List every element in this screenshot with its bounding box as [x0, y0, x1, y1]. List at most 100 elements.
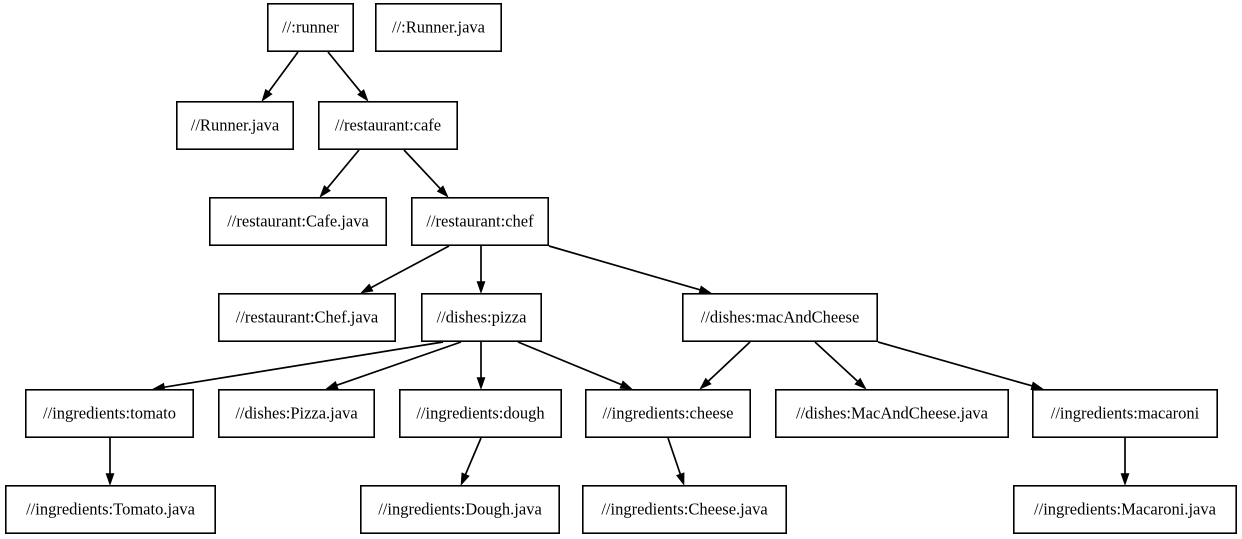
graph-node[interactable]: //ingredients:Dough.java	[359, 484, 560, 534]
node-label: //dishes:pizza	[437, 307, 527, 326]
graph-node[interactable]: //ingredients:Tomato.java	[5, 484, 216, 534]
node-box[interactable]	[176, 101, 295, 151]
node-label: //Runner.java	[191, 115, 280, 134]
node-box[interactable]	[681, 292, 878, 342]
graph-edge	[360, 245, 450, 294]
node-box[interactable]	[359, 484, 560, 534]
graph-node[interactable]: //ingredients:dough	[398, 388, 562, 438]
edge-line	[877, 341, 1033, 387]
edge-arrowhead-icon	[436, 185, 449, 198]
node-label: //restaurant:Cafe.java	[227, 211, 369, 230]
node-label: //:runner	[282, 17, 339, 36]
graph-node[interactable]: //restaurant:cafe	[317, 101, 458, 151]
edge-arrowhead-icon	[105, 473, 115, 486]
node-box[interactable]	[774, 388, 1009, 438]
edge-arrowhead-icon	[357, 89, 369, 102]
graph-node[interactable]: //ingredients:macaroni	[1032, 388, 1219, 438]
edge-line	[327, 51, 362, 93]
edge-arrowhead-icon	[360, 283, 374, 294]
node-box[interactable]	[209, 197, 387, 247]
graph-edge	[699, 341, 751, 390]
graph-node[interactable]: //restaurant:chef	[410, 197, 549, 247]
edge-line	[814, 341, 859, 382]
edge-line	[336, 341, 462, 387]
node-label: //dishes:macAndCheese	[701, 307, 860, 326]
edge-line	[667, 437, 682, 475]
node-label: //dishes:MacAndCheese.java	[796, 403, 989, 422]
edge-arrowhead-icon	[476, 281, 486, 294]
node-box[interactable]	[410, 197, 549, 247]
graph-edge	[327, 51, 369, 102]
edge-arrowhead-icon	[1030, 381, 1044, 391]
node-box[interactable]	[5, 484, 216, 534]
node-label: //restaurant:chef	[426, 211, 534, 230]
node-box[interactable]	[1032, 388, 1219, 438]
edge-line	[268, 51, 299, 93]
edge-arrowhead-icon	[619, 380, 633, 390]
edge-line	[517, 341, 622, 386]
graph-edge	[460, 437, 482, 486]
edge-line	[326, 149, 360, 189]
node-box[interactable]	[266, 2, 354, 53]
graph-edge	[325, 341, 462, 390]
edge-arrowhead-icon	[1120, 473, 1130, 486]
node-box[interactable]	[218, 388, 375, 438]
node-label: //dishes:Pizza.java	[235, 403, 358, 422]
node-label: //ingredients:cheese	[602, 403, 733, 422]
node-box[interactable]	[420, 292, 542, 342]
graph-edge	[403, 149, 449, 198]
node-box[interactable]	[24, 388, 194, 438]
node-box[interactable]	[584, 388, 751, 438]
graph-node[interactable]: //ingredients:cheese	[584, 388, 751, 438]
graph-node[interactable]: //dishes:Pizza.java	[218, 388, 375, 438]
node-box[interactable]	[218, 292, 396, 342]
nodes-layer: //:runner //:Runner.java //Runner.java //re…	[5, 2, 1237, 534]
edge-line	[707, 341, 751, 382]
edge-line	[403, 149, 441, 190]
graph-edge	[1120, 438, 1130, 486]
graph-node[interactable]: //:Runner.java	[374, 2, 502, 53]
node-box[interactable]	[317, 101, 458, 151]
edge-arrowhead-icon	[676, 472, 685, 486]
graph-edge	[877, 341, 1044, 391]
node-label: //restaurant:cafe	[335, 115, 441, 134]
graph-edge	[814, 341, 867, 390]
edge-line	[370, 245, 450, 289]
node-box[interactable]	[581, 484, 787, 534]
graph-node[interactable]: //dishes:MacAndCheese.java	[774, 388, 1009, 438]
node-box[interactable]	[1012, 484, 1237, 534]
graph-edge	[667, 437, 685, 486]
edge-arrowhead-icon	[699, 377, 712, 390]
edge-arrowhead-icon	[319, 185, 331, 198]
node-label: //ingredients:Tomato.java	[26, 499, 196, 518]
graph-node[interactable]: //restaurant:Chef.java	[218, 292, 396, 342]
node-label: //ingredients:Macaroni.java	[1034, 499, 1217, 518]
node-label: //restaurant:Chef.java	[236, 307, 379, 326]
graph-edge	[548, 245, 712, 294]
graph-edge	[152, 341, 444, 392]
graph-node[interactable]: //dishes:macAndCheese	[681, 292, 878, 342]
graph-edge	[261, 51, 299, 102]
graph-node[interactable]: //:runner	[266, 2, 354, 53]
graph-node[interactable]: //ingredients:Cheese.java	[581, 484, 787, 534]
node-box[interactable]	[398, 388, 562, 438]
edge-arrowhead-icon	[325, 380, 339, 390]
edge-arrowhead-icon	[261, 88, 273, 102]
node-label: //ingredients:Dough.java	[378, 499, 542, 518]
graph-node[interactable]: //ingredients:Macaroni.java	[1012, 484, 1237, 534]
node-label: //ingredients:macaroni	[1051, 403, 1200, 422]
node-box[interactable]	[374, 2, 502, 53]
graph-node[interactable]: //restaurant:Cafe.java	[209, 197, 387, 247]
node-label: //ingredients:dough	[416, 403, 545, 422]
graph-node[interactable]: //dishes:pizza	[420, 292, 542, 342]
node-label: //:Runner.java	[392, 17, 486, 36]
edge-line	[464, 437, 482, 475]
edge-arrowhead-icon	[698, 285, 712, 294]
graph-edge	[476, 246, 486, 294]
graph-node[interactable]: //ingredients:tomato	[24, 388, 194, 438]
edge-arrowhead-icon	[854, 377, 867, 390]
edge-arrowhead-icon	[460, 472, 470, 486]
graph-node[interactable]: //Runner.java	[176, 101, 295, 151]
